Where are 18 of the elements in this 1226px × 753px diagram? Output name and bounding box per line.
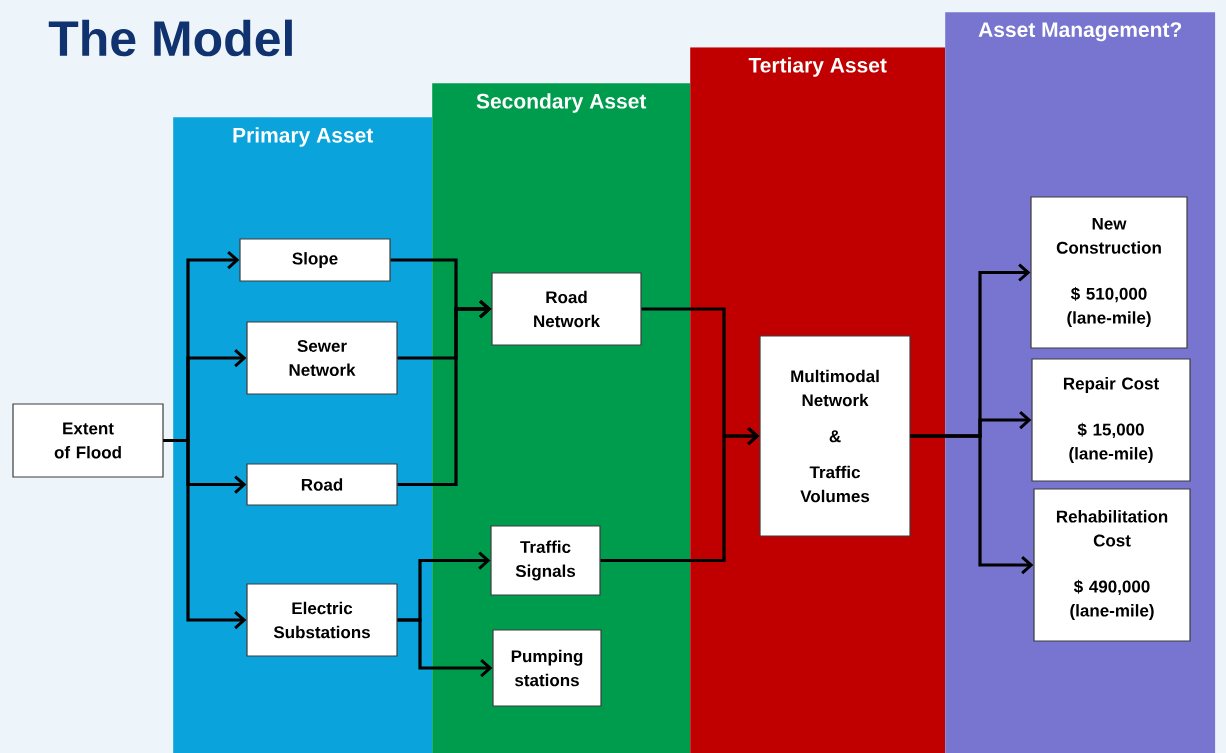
- title-text: The Model: [48, 19, 292, 57]
- process-box: Sewer Network: [246, 321, 398, 395]
- process-box: Extent of Flood: [12, 403, 164, 478]
- process-box: Pumping stations: [492, 629, 602, 707]
- arrow: [163, 438, 247, 630]
- process-box: Road: [246, 463, 398, 506]
- arrow: [397, 299, 492, 487]
- arrow: [910, 434, 1034, 575]
- arrow: [600, 426, 760, 563]
- process-box: New Construction $ 510,000 (lane-mile): [1030, 196, 1188, 349]
- process-box: Multimodal Network & Traffic Volumes: [759, 335, 911, 537]
- process-box: Rehabilitation Cost $ 490,000 (lane-mile): [1033, 488, 1191, 642]
- process-box: Road Network: [491, 272, 642, 346]
- arrow: [397, 618, 493, 678]
- process-box: Repair Cost $ 15,000 (lane-mile): [1031, 358, 1191, 482]
- process-box: Traffic Signals: [490, 525, 601, 596]
- process-box: Electric Substations: [246, 583, 398, 657]
- process-box: Slope: [239, 238, 391, 282]
